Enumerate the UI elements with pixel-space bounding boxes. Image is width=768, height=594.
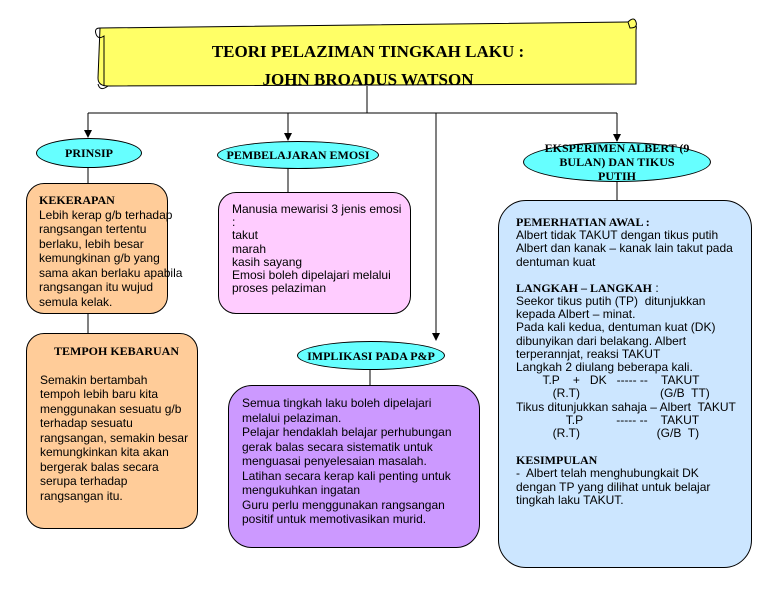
node-prinsip: PRINSIP bbox=[36, 138, 142, 168]
pemerhatian-heading: PEMERHATIAN AWAL : bbox=[516, 215, 650, 229]
node-pembelajaran-emosi: PEMBELAJARAN EMOSI bbox=[217, 141, 379, 169]
emosi-line: : bbox=[232, 215, 236, 230]
implikasi-line: Pelajar hendaklah belajar perhubungan bbox=[242, 425, 452, 439]
emosi-line: takut bbox=[232, 228, 259, 243]
implikasi-line: positif untuk memotivasikan murid. bbox=[242, 512, 427, 526]
kesimpulan-line: tingkah laku TAKUT. bbox=[516, 492, 624, 507]
tempoh-line: kemungkinkan kita akan bbox=[40, 445, 169, 459]
box-implikasi: Semua tingkah laku boleh dipelajari mela… bbox=[228, 385, 480, 548]
langkah-line: (R.T) (G/B T) bbox=[516, 426, 700, 441]
tempoh-heading: TEMPOH KEBARUAN bbox=[53, 344, 179, 358]
kekerapan-line: kemungkinan g/b yang bbox=[39, 251, 160, 265]
langkah-line: dibunyikan dari belakang. Albert bbox=[516, 333, 687, 348]
diagram-title-line2: JOHN BROADUS WATSON bbox=[262, 70, 474, 89]
tempoh-line: tempoh lebih baru kita bbox=[40, 387, 159, 401]
emosi-line: marah bbox=[232, 241, 267, 256]
box-kekerapan: KEKERAPAN Lebih kerap g/b terhadap rangs… bbox=[26, 183, 183, 314]
title-scroll bbox=[95, 18, 637, 90]
langkah-line: Seekor tikus putih (TP) ditunjukkan bbox=[516, 294, 706, 309]
implikasi-line: gerak balas secara sistematik untuk bbox=[242, 439, 433, 454]
kekerapan-line: rangsangan tertentu bbox=[39, 222, 147, 236]
langkah-line: kepada Albert – minat. bbox=[516, 307, 636, 322]
kesimpulan-line: dengan TP yang dilihat untuk belajar bbox=[516, 479, 711, 494]
implikasi-line: Guru perlu menggunakan rangsangan bbox=[242, 497, 445, 512]
box-tempoh-kebaruan: TEMPOH KEBARUAN Semakin bertambah tempoh… bbox=[26, 333, 198, 529]
pemerhatian-line: dentuman kuat bbox=[516, 254, 596, 269]
langkah-line: (R.T) (G/B TT) bbox=[516, 386, 710, 401]
emosi-line: proses pelaziman bbox=[232, 281, 327, 296]
langkah-line: terperannjat, reaksi TAKUT bbox=[516, 346, 661, 361]
emosi-line: Manusia mewarisi 3 jenis emosi bbox=[232, 202, 402, 216]
langkah-heading: LANGKAH – LANGKAH bbox=[516, 280, 653, 295]
kekerapan-line: Lebih kerap g/b terhadap bbox=[39, 207, 173, 222]
kekerapan-line: berlaku, lebih besar bbox=[39, 236, 144, 251]
kekerapan-heading: KEKERAPAN bbox=[39, 193, 115, 207]
langkah-suffix: : bbox=[652, 280, 659, 295]
tempoh-line: rangsangan, semakin besar bbox=[40, 430, 189, 445]
langkah-line: T.P + DK ----- -- TAKUT bbox=[516, 373, 700, 388]
langkah-line: Pada kali kedua, dentuman kuat (DK) bbox=[516, 320, 716, 335]
implikasi-line: Semua tingkah laku boleh dipelajari bbox=[242, 396, 432, 410]
implikasi-line: menguasai penyelesaian masalah. bbox=[242, 454, 427, 468]
kekerapan-line: semula kelak. bbox=[39, 294, 113, 309]
langkah-heading-row: LANGKAH – LANGKAH : bbox=[516, 280, 747, 295]
kekerapan-line: rangsangan itu wujud bbox=[39, 280, 154, 294]
tempoh-line: Semakin bertambah bbox=[40, 372, 148, 387]
kesimpulan-heading: KESIMPULAN bbox=[516, 453, 598, 468]
emosi-line: kasih sayang bbox=[232, 254, 303, 269]
langkah-line: T.P ----- -- TAKUT bbox=[516, 412, 700, 427]
implikasi-line: melalui pelaziman. bbox=[242, 410, 342, 425]
pemerhatian-line: Albert dan kanak – kanak lain takut pada bbox=[516, 241, 733, 256]
tempoh-line: menggunakan sesuatu g/b bbox=[40, 401, 182, 416]
langkah-line: Langkah 2 diulang beberapa kali. bbox=[516, 360, 693, 375]
node-eksperimen: EKSPERIMEN ALBERT (9 BULAN) DAN TIKUS PU… bbox=[523, 141, 711, 183]
tempoh-line: serupa terhadap bbox=[40, 474, 128, 488]
box-pembelajaran-emosi: Manusia mewarisi 3 jenis emosi : takut m… bbox=[218, 192, 411, 314]
diagram-title-line1: TEORI PELAZIMAN TINGKAH LAKU : bbox=[211, 42, 525, 61]
langkah-line: Tikus ditunjukkan sahaja – Albert TAKUT bbox=[516, 399, 736, 414]
tempoh-line: rangsangan itu. bbox=[40, 488, 123, 503]
kesimpulan-line: - Albert telah menghubungkait DK bbox=[516, 466, 699, 481]
implikasi-line: Latihan secara kerap kali penting untuk bbox=[242, 468, 451, 483]
tempoh-line: bergerak balas secara bbox=[40, 459, 159, 474]
emosi-line: Emosi boleh dipelajari melalui bbox=[232, 268, 391, 283]
kekerapan-line: sama akan berlaku apabila bbox=[39, 265, 183, 280]
node-implikasi: IMPLIKASI PADA P&P bbox=[297, 341, 445, 370]
pemerhatian-line: Albert tidak TAKUT dengan tikus putih bbox=[516, 228, 719, 243]
tempoh-line: terhadap sesuatu bbox=[40, 416, 133, 430]
implikasi-line: mengukuhkan ingatan bbox=[242, 483, 361, 497]
box-eksperimen: PEMERHATIAN AWAL : Albert tidak TAKUT de… bbox=[498, 200, 752, 568]
